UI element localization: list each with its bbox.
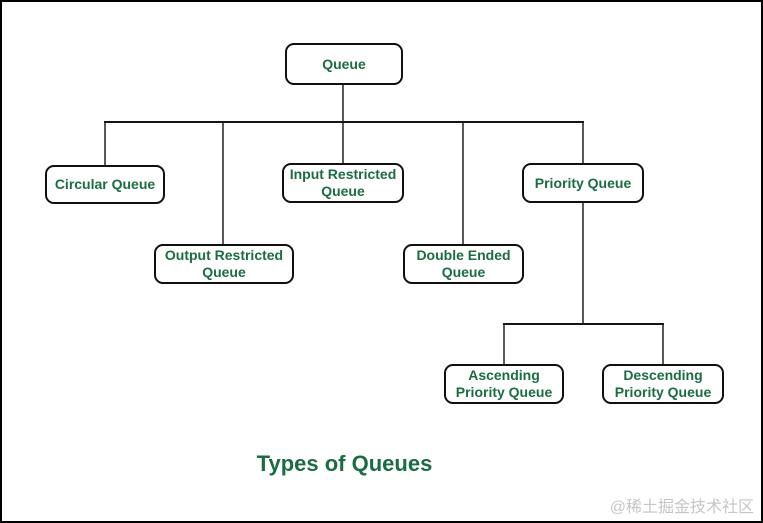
node-output-restricted-queue: Output Restricted Queue (154, 244, 294, 284)
node-descending-priority-queue: Descending Priority Queue (602, 364, 724, 404)
edge-bus-to-output-restricted (222, 123, 224, 244)
edge-bus-to-circular-queue (104, 123, 106, 165)
node-circular-queue: Circular Queue (45, 165, 165, 204)
node-queue: Queue (285, 43, 403, 85)
node-descending-priority-queue-label: Descending Priority Queue (614, 367, 712, 400)
edge-bus-to-ascending-priority (503, 325, 505, 364)
node-ascending-priority-queue: Ascending Priority Queue (444, 364, 564, 404)
node-ascending-priority-queue-label: Ascending Priority Queue (455, 367, 553, 400)
edge-bus-to-input-restricted (342, 123, 344, 163)
edge-priority-to-bus (582, 203, 584, 323)
node-double-ended-queue-label: Double Ended Queue (416, 247, 511, 280)
node-input-restricted-queue: Input Restricted Queue (282, 163, 404, 203)
edge-queue-to-bus (342, 85, 344, 123)
node-input-restricted-queue-label: Input Restricted Queue (289, 166, 397, 199)
diagram-title: Types of Queues (256, 451, 433, 476)
edge-level1-bus (104, 121, 584, 123)
node-circular-queue-label: Circular Queue (54, 176, 156, 192)
edge-bus-to-double-ended (462, 123, 464, 244)
watermark: @稀土掘金技术社区 (609, 499, 754, 516)
edge-priority-bus (503, 323, 664, 325)
node-output-restricted-queue-label: Output Restricted Queue (164, 247, 284, 280)
node-priority-queue-label: Priority Queue (534, 174, 632, 191)
node-double-ended-queue: Double Ended Queue (403, 244, 524, 284)
node-queue-label: Queue (322, 55, 366, 72)
edge-bus-to-descending-priority (662, 325, 664, 364)
edge-bus-to-priority-queue (582, 123, 584, 163)
node-priority-queue: Priority Queue (522, 163, 644, 203)
